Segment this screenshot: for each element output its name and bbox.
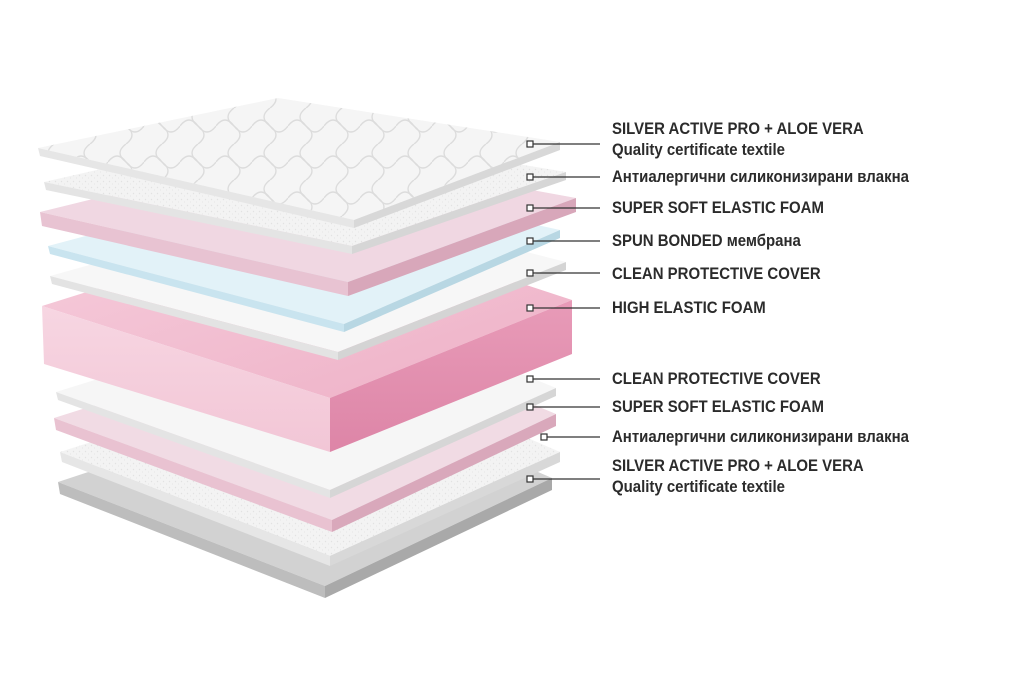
- callout-label-7: CLEAN PROTECTIVE COVER: [612, 368, 821, 389]
- callout-1-line-1: SILVER ACTIVE PRO + ALOE VERA: [612, 119, 864, 138]
- leader-line-8: [526, 403, 600, 411]
- callout-label-9: Антиалергични силиконизирани влакна: [612, 426, 909, 447]
- quilted-textile-top-layer: [38, 98, 560, 228]
- callout-leaders: [526, 140, 600, 483]
- callout-10-line-1: SILVER ACTIVE PRO + ALOE VERA: [612, 456, 864, 475]
- callout-9-line-1: Антиалергични силиконизирани влакна: [612, 427, 909, 446]
- leader-line-1: [526, 140, 600, 148]
- callout-label-6: HIGH ELASTIC FOAM: [612, 297, 766, 318]
- callout-2-line-1: Антиалергични силиконизирани влакна: [612, 167, 909, 186]
- callout-6-line-1: HIGH ELASTIC FOAM: [612, 298, 766, 317]
- callout-8-line-1: SUPER SOFT ELASTIC FOAM: [612, 397, 824, 416]
- callout-4-line-1: SPUN BONDED мембрана: [612, 231, 801, 250]
- callout-label-5: CLEAN PROTECTIVE COVER: [612, 263, 821, 284]
- leader-line-2: [526, 173, 600, 181]
- leader-line-3: [526, 204, 600, 212]
- callout-label-1: SILVER ACTIVE PRO + ALOE VERA Quality ce…: [612, 118, 864, 160]
- callout-label-2: Антиалергични силиконизирани влакна: [612, 166, 909, 187]
- callout-5-line-1: CLEAN PROTECTIVE COVER: [612, 264, 821, 283]
- callout-3-line-1: SUPER SOFT ELASTIC FOAM: [612, 198, 824, 217]
- leader-line-4: [526, 237, 600, 245]
- callout-1-line-2: Quality certificate textile: [612, 140, 785, 159]
- leader-line-9: [540, 433, 600, 441]
- callout-label-10: SILVER ACTIVE PRO + ALOE VERA Quality ce…: [612, 455, 864, 497]
- callout-10-line-2: Quality certificate textile: [612, 477, 785, 496]
- leader-line-7: [526, 375, 600, 383]
- leader-line-6: [526, 304, 600, 312]
- leader-line-5: [526, 269, 600, 277]
- leader-line-10: [526, 475, 600, 483]
- callout-label-4: SPUN BONDED мембрана: [612, 230, 801, 251]
- callout-label-8: SUPER SOFT ELASTIC FOAM: [612, 396, 824, 417]
- callout-label-3: SUPER SOFT ELASTIC FOAM: [612, 197, 824, 218]
- callout-7-line-1: CLEAN PROTECTIVE COVER: [612, 369, 821, 388]
